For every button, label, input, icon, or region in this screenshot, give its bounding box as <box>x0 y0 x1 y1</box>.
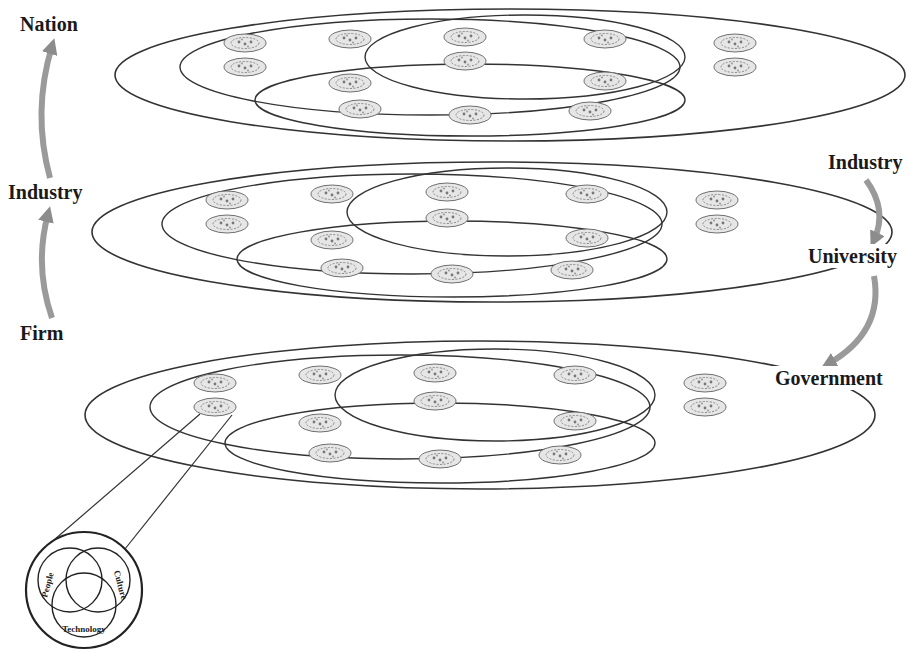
factor-circle: People <box>37 547 103 613</box>
level-label: Industry <box>6 180 84 204</box>
factor-circle: Technology <box>51 572 117 638</box>
level-label: Firm <box>18 321 65 345</box>
actor-label: Industry <box>826 150 904 174</box>
actor-label: Government <box>773 366 885 390</box>
leader-line <box>47 414 200 546</box>
zoom-circle <box>26 532 142 648</box>
level-arrow <box>41 46 52 178</box>
circle-outline <box>52 573 116 637</box>
industry-layer <box>92 162 892 302</box>
factor-label: Technology <box>62 625 106 634</box>
level-arrow <box>42 214 52 318</box>
actor-arrow <box>828 276 876 364</box>
firm-layer <box>85 341 875 489</box>
leader-line <box>125 415 232 549</box>
nation-layer <box>115 9 905 141</box>
circle-outline <box>66 548 130 612</box>
level-label: Nation <box>18 12 80 36</box>
actor-arrow <box>866 180 879 240</box>
actor-label: University <box>806 244 899 268</box>
factor-circle: Culture <box>65 547 131 613</box>
circle-outline <box>38 548 102 612</box>
